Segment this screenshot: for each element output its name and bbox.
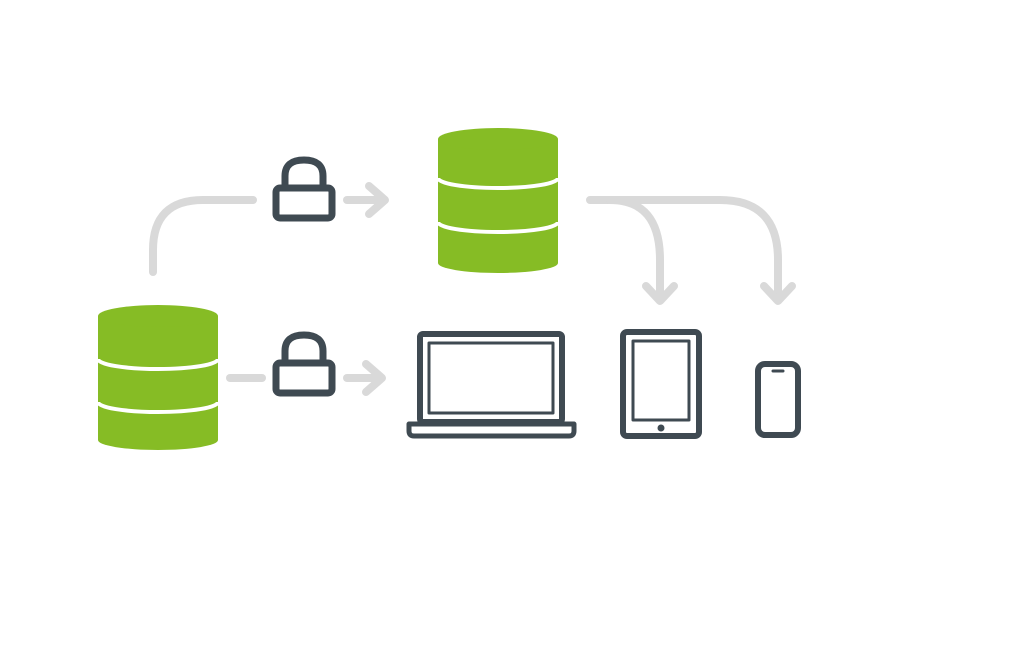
phone-icon bbox=[755, 361, 801, 438]
replica-database-band bbox=[436, 177, 560, 190]
laptop-lid bbox=[417, 331, 565, 425]
source-database-band bbox=[96, 401, 220, 414]
arrow-head-source-to-replica bbox=[365, 182, 389, 218]
tablet-icon bbox=[620, 329, 702, 439]
replica-database-body bbox=[438, 139, 558, 273]
tablet-screen bbox=[631, 339, 691, 422]
connector-replica-to-tablet bbox=[586, 196, 664, 302]
replica-database-top bbox=[438, 128, 558, 150]
source-database-top bbox=[98, 305, 218, 327]
lock-icon bbox=[272, 331, 336, 397]
tablet-home-button bbox=[657, 424, 665, 432]
database-icon bbox=[96, 305, 220, 450]
lock-icon bbox=[272, 156, 336, 222]
connectors bbox=[149, 182, 796, 396]
phone-body bbox=[755, 361, 801, 438]
database-icon bbox=[436, 128, 560, 273]
arrow-head-replica-to-phone bbox=[760, 282, 796, 305]
replica-database-band bbox=[436, 221, 560, 234]
tablet-body bbox=[620, 329, 702, 439]
laptop-icon bbox=[406, 331, 577, 439]
connector-replica-to-phone bbox=[606, 196, 782, 302]
laptop-screen bbox=[427, 341, 555, 415]
connector-source-to-replica bbox=[149, 196, 257, 276]
source-database-body bbox=[98, 316, 218, 450]
arrow-head-replica-to-tablet bbox=[642, 282, 678, 305]
source-database-band bbox=[96, 358, 220, 371]
laptop-base bbox=[406, 421, 577, 439]
arrow-head-source-to-laptop bbox=[362, 360, 386, 396]
